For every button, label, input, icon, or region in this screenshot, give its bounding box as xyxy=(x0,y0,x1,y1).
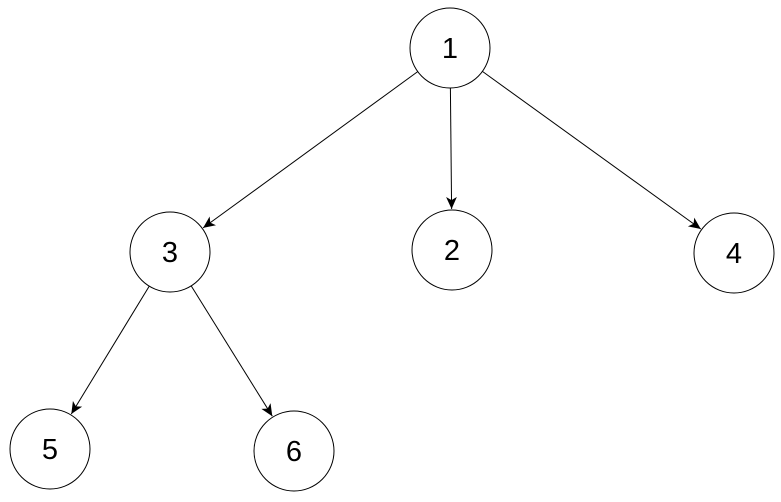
edges-layer xyxy=(70,70,702,417)
tree-node-6: 6 xyxy=(253,410,335,492)
edge-1-3 xyxy=(202,71,418,229)
node-label-2: 2 xyxy=(444,235,460,267)
tree-node-1: 1 xyxy=(409,7,491,89)
tree-node-5: 5 xyxy=(9,408,91,490)
node-circle-3 xyxy=(129,211,211,293)
edge-1-2 xyxy=(446,87,457,210)
node-circle-2 xyxy=(411,209,493,291)
node-label-6: 6 xyxy=(286,436,302,468)
node-circle-5 xyxy=(9,408,91,490)
node-label-3: 3 xyxy=(162,237,178,269)
edge-3-5 xyxy=(70,285,150,415)
tree-node-4: 4 xyxy=(693,212,775,294)
edge-3-6 xyxy=(190,285,273,417)
tree-node-2: 2 xyxy=(411,209,493,291)
node-label-4: 4 xyxy=(726,238,742,270)
edge-1-4 xyxy=(482,70,702,230)
node-circle-6 xyxy=(253,410,335,492)
nodes-layer: 1 2 3 4 5 6 xyxy=(9,7,775,492)
tree-node-3: 3 xyxy=(129,211,211,293)
node-circle-1 xyxy=(409,7,491,89)
node-label-5: 5 xyxy=(42,434,58,466)
node-label-1: 1 xyxy=(442,33,458,65)
node-circle-4 xyxy=(693,212,775,294)
